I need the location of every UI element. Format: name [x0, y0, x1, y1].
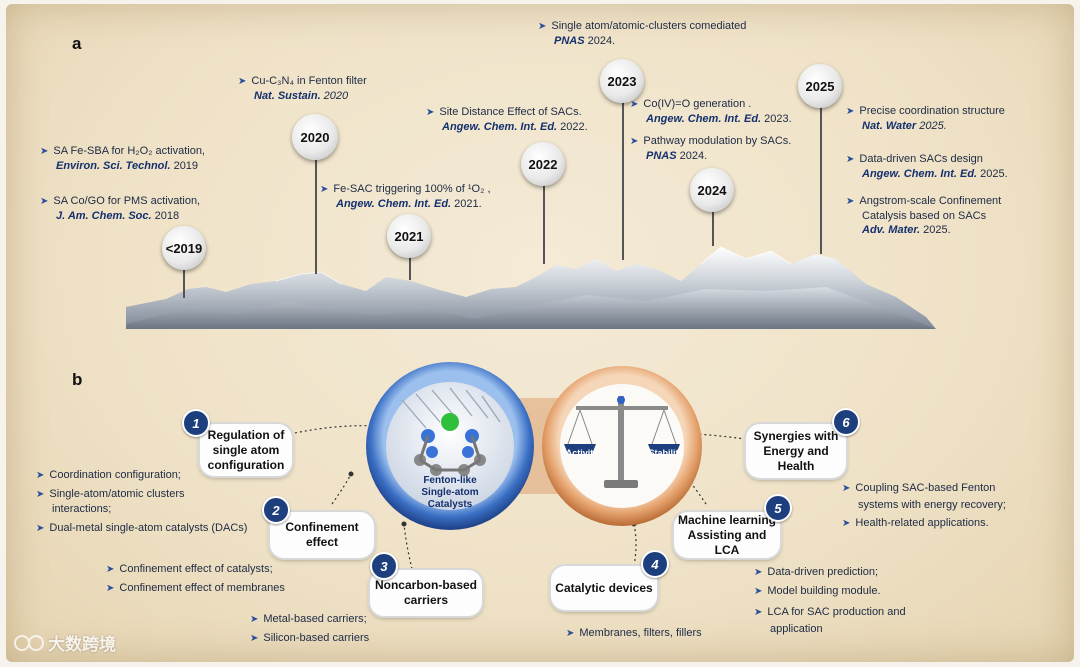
stem-2023	[622, 100, 624, 260]
stem-2021	[409, 254, 411, 280]
central-rings-graphic	[366, 362, 702, 530]
year-badge: 2021	[387, 214, 431, 258]
node-number-badge: 2	[262, 496, 290, 524]
list-synergies: ➤Coupling SAC-based Fenton systems with …	[842, 482, 1006, 529]
timeline-entry: ➤Data-driven SACs design Angew. Chem. In…	[846, 153, 1008, 180]
center-label: Fenton-like Single-atom Catalysts	[421, 475, 479, 510]
timeline-entry: ➤Fe-SAC triggering 100% of ¹O₂ , Angew. …	[320, 183, 491, 210]
stem-2019	[183, 268, 185, 298]
panel-a-label: a	[72, 34, 82, 53]
node-number-badge: 4	[641, 550, 669, 578]
node-card: Regulation of single atom configuration	[200, 424, 292, 476]
list-confinement: ➤Confinement effect of catalysts; ➤Confi…	[106, 563, 285, 594]
balance-scale-icon	[564, 396, 680, 488]
year-badge: 2025	[798, 64, 842, 108]
node-number-badge: 3	[370, 552, 398, 580]
figure-canvas: a <2019 2020 2021 2022 2023 2024 2025	[6, 4, 1074, 662]
activity-label: Activity	[565, 448, 599, 458]
list-ml: ➤Data-driven prediction; ➤Model building…	[754, 566, 906, 635]
watermark-logo-icon	[14, 634, 44, 651]
year-badge: 2024	[690, 168, 734, 212]
timeline-entry: ➤SA Co/GO for PMS activation, J. Am. Che…	[40, 195, 201, 222]
timeline-entry: ➤Site Distance Effect of SACs. Angew. Ch…	[426, 106, 588, 133]
timeline-entry: ➤SA Fe-SBA for H₂O₂ activation, Environ.…	[40, 145, 205, 172]
timeline-entry: ➤Co(IV)=O generation . Angew. Chem. Int.…	[630, 98, 792, 125]
timeline-entry: ➤Angstrom-scale Confinement Catalysis ba…	[846, 195, 1002, 236]
node-card: Synergies with Energy and Health	[746, 424, 846, 478]
mountain-range-image	[126, 246, 936, 329]
year-badge: <2019	[162, 226, 206, 270]
stem-2022	[543, 184, 545, 264]
watermark: 大数跨境	[12, 630, 116, 655]
node-number-badge: 1	[182, 409, 210, 437]
year-badge: 2020	[292, 114, 338, 160]
stem-2024	[712, 212, 714, 246]
node-card: Machine learning Assisting and LCA	[674, 512, 780, 558]
timeline-entry: ➤Pathway modulation by SACs. PNAS 2024.	[630, 135, 792, 162]
stem-2025	[820, 106, 822, 254]
year-badge: 2022	[521, 142, 565, 186]
timeline-entry: ➤Single atom/atomic-clusters comediated …	[538, 20, 747, 47]
node-number-badge: 5	[764, 494, 792, 522]
node-card: Confinement effect	[270, 512, 374, 558]
list-regulation: ➤Coordination configuration; ➤Single-ato…	[36, 469, 248, 534]
list-devices: ➤Membranes, filters, fillers	[566, 627, 702, 639]
timeline-entry: ➤Precise coordination structure Nat. Wat…	[846, 105, 1005, 132]
watermark-text: 大数跨境	[48, 635, 116, 654]
metal-atom	[441, 413, 459, 431]
panel-b-label: b	[72, 370, 83, 389]
timeline-entry: ➤Cu-C₃N₄ in Fenton filter Nat. Sustain. …	[238, 75, 367, 102]
stability-label: Stability	[648, 448, 684, 458]
list-carriers: ➤Metal-based carriers; ➤Silicon-based ca…	[250, 613, 370, 644]
node-number-badge: 6	[832, 408, 860, 436]
node-card: Catalytic devices	[551, 566, 657, 610]
stem-2020	[315, 154, 317, 274]
year-badge: 2023	[600, 59, 644, 103]
